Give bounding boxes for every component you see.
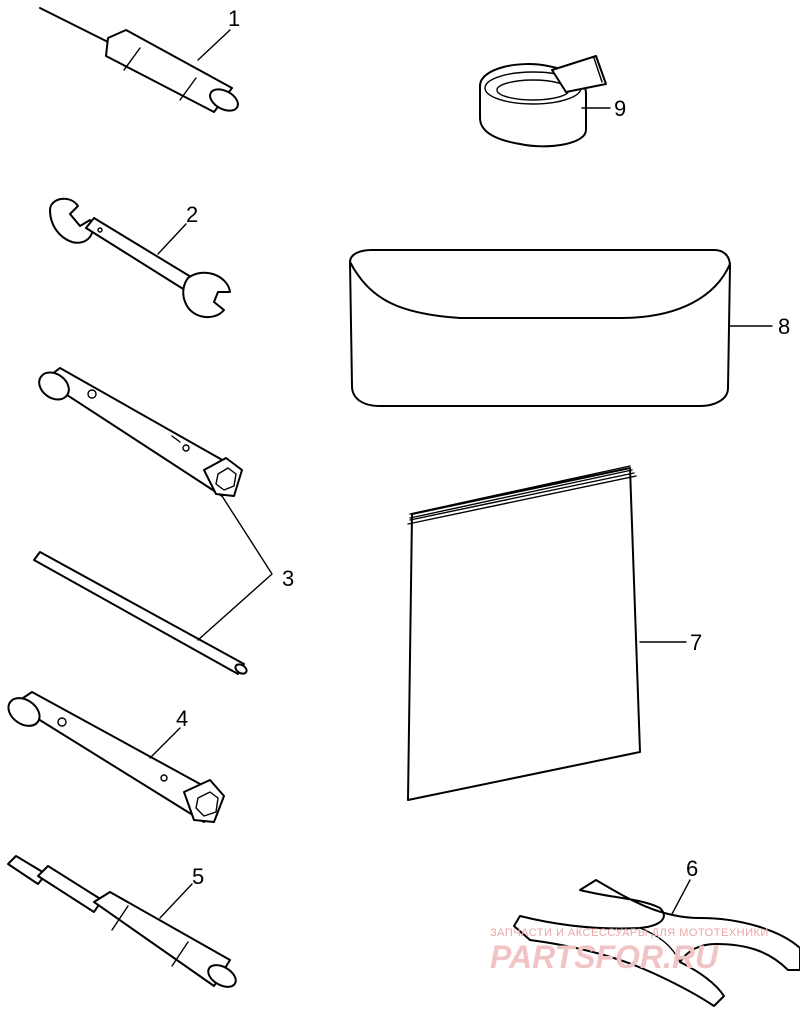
part-4-plug-wrench	[7, 691, 225, 823]
part-7-owners-manual	[407, 465, 641, 801]
leader-1	[197, 29, 231, 61]
leader-5	[159, 883, 193, 919]
callout-7: 7	[690, 630, 702, 655]
part-5-socket-screwdriver	[7, 855, 237, 988]
leader-4	[149, 727, 181, 759]
callout-1: 1	[228, 6, 240, 31]
part-3-tommy-bar	[33, 551, 248, 675]
callout-6: 6	[686, 856, 698, 881]
part-6-forked-tool	[513, 879, 800, 1007]
watermark-tagline: ЗАПЧАСТИ И АКСЕССУАРЫ ДЛЯ МОТОТЕХНИКИ	[490, 927, 769, 939]
callout-8: 8	[778, 314, 790, 339]
watermark: ЗАПЧАСТИ И АКСЕССУАРЫ ДЛЯ МОТОТЕХНИКИ PA…	[490, 927, 769, 975]
part-3-socket-wrench	[38, 367, 243, 497]
part-8-tool-pouch	[349, 249, 731, 407]
callout-4: 4	[176, 706, 188, 731]
callout-2: 2	[186, 202, 198, 227]
callout-5: 5	[192, 864, 204, 889]
leader-3	[197, 495, 273, 641]
part-1-screwdriver	[39, 7, 239, 113]
leader-6	[671, 879, 691, 915]
callout-3: 3	[282, 566, 294, 591]
part-9-strap	[479, 55, 607, 148]
callout-9: 9	[614, 96, 626, 121]
watermark-logo-text: PARTSFOR.RU	[490, 939, 719, 975]
part-2-wrench	[49, 197, 231, 319]
leader-2	[157, 223, 187, 255]
